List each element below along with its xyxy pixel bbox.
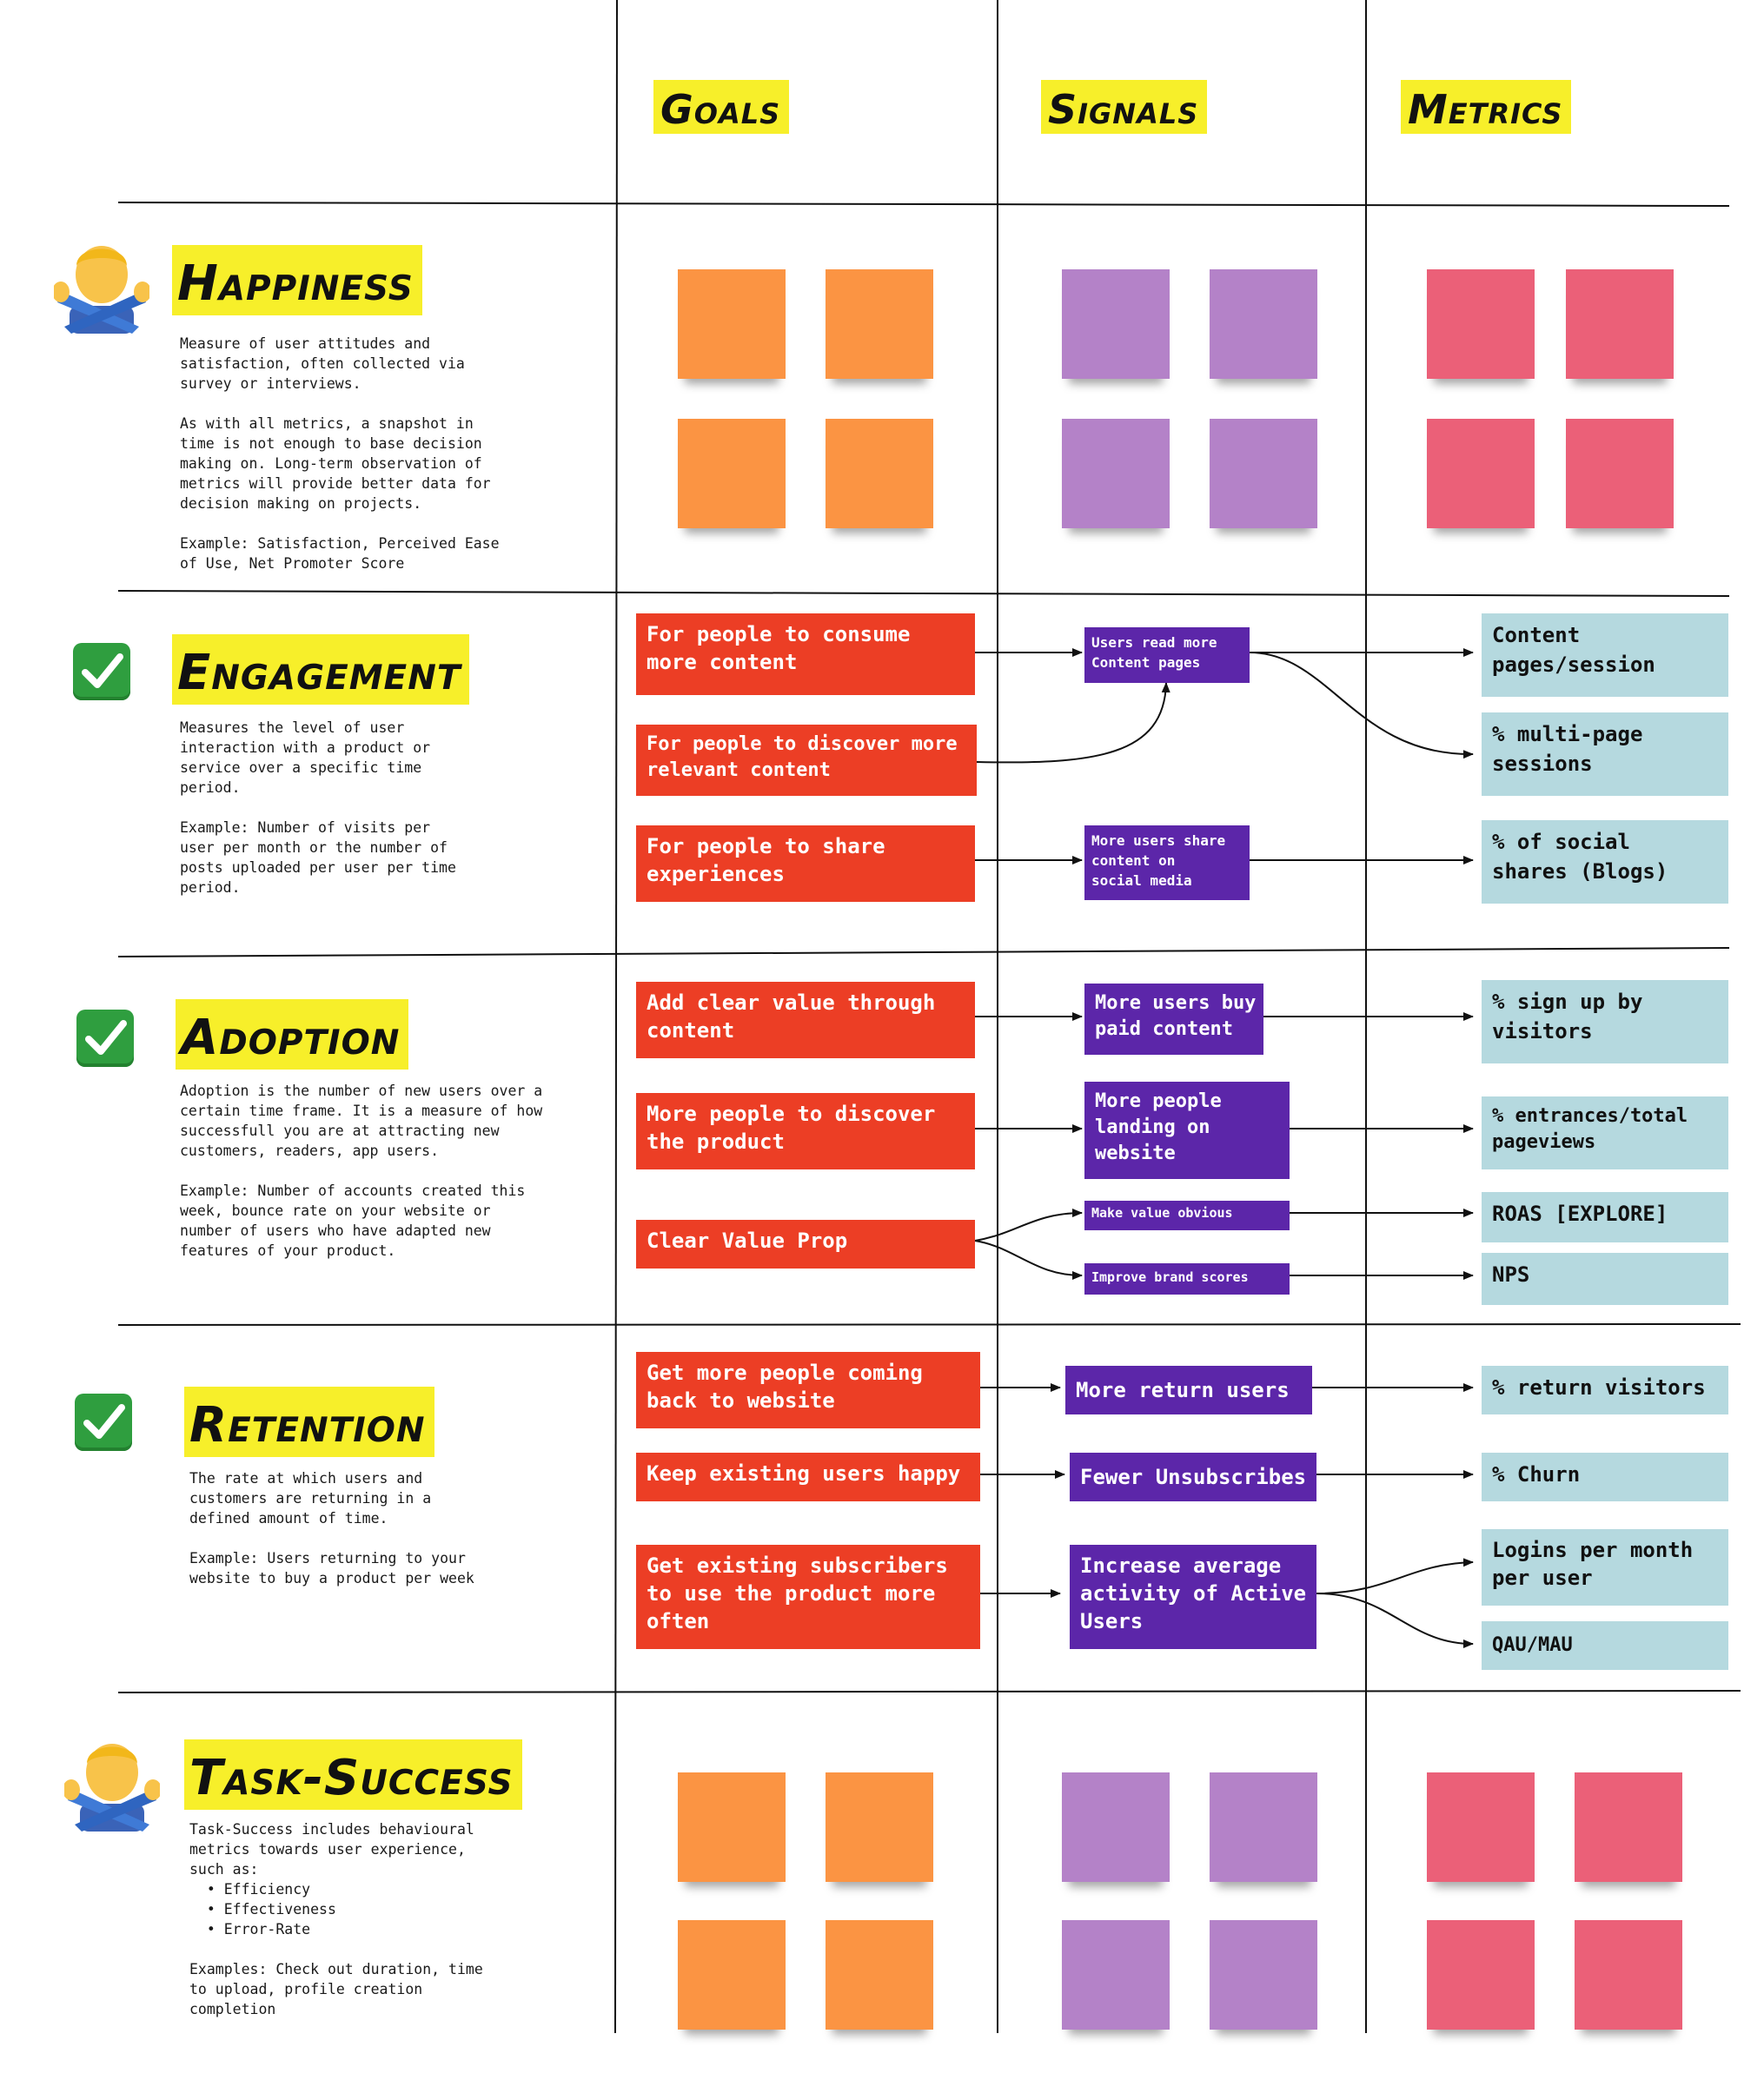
adoption-signal-buy-paid[interactable]: More users buy paid content xyxy=(1084,984,1263,1055)
retention-title: Retention xyxy=(184,1387,434,1457)
check-mark-icon xyxy=(73,643,130,700)
adoption-goal-value-prop[interactable]: Clear Value Prop xyxy=(636,1220,975,1269)
engagement-signal-share[interactable]: More users share content on social media xyxy=(1084,825,1250,900)
signal-sticky-note[interactable] xyxy=(1062,419,1170,528)
signal-sticky-note[interactable] xyxy=(1062,269,1170,379)
goal-sticky-note[interactable] xyxy=(826,419,933,528)
adoption-signal-landing[interactable]: More people landing on website xyxy=(1084,1082,1290,1179)
signal-sticky-note[interactable] xyxy=(1210,269,1317,379)
retention-description: The rate at which users and customers ar… xyxy=(189,1470,474,1586)
signal-sticky-note[interactable] xyxy=(1210,1772,1317,1882)
task-success-description: Task-Success includes behavioural metric… xyxy=(189,1821,483,2017)
signal-sticky-note[interactable] xyxy=(1210,1920,1317,2030)
retention-signal-active-users[interactable]: Increase average activity of Active User… xyxy=(1070,1545,1316,1649)
adoption-metric-nps[interactable]: NPS xyxy=(1482,1253,1728,1305)
engagement-metric-social-shares[interactable]: % of social shares (Blogs) xyxy=(1482,820,1728,904)
metric-sticky-note[interactable] xyxy=(1427,269,1535,379)
adoption-signal-value-obvious[interactable]: Make value obvious xyxy=(1084,1201,1290,1230)
happiness-description: Measure of user attitudes and satisfacti… xyxy=(180,335,500,572)
adoption-goal-clear-value[interactable]: Add clear value through content xyxy=(636,982,975,1058)
engagement-title: Engagement xyxy=(172,634,470,705)
task-success-title: Task-Success xyxy=(184,1739,522,1810)
engagement-description: Measures the level of user interaction w… xyxy=(180,719,456,896)
person-gesturing-no-icon xyxy=(64,1744,160,1832)
retention-goal-keep-happy[interactable]: Keep existing users happy xyxy=(636,1453,980,1501)
happiness-title: Happiness xyxy=(172,245,422,315)
metric-sticky-note[interactable] xyxy=(1575,1772,1682,1882)
retention-metric-qau-mau[interactable]: QAU/MAU xyxy=(1482,1621,1728,1670)
goal-sticky-note[interactable] xyxy=(826,1772,933,1882)
signal-sticky-note[interactable] xyxy=(1210,419,1317,528)
metric-sticky-note[interactable] xyxy=(1427,419,1535,528)
goal-sticky-note[interactable] xyxy=(678,419,786,528)
flow-arrows xyxy=(974,648,1474,1648)
retention-goal-use-more[interactable]: Get existing subscribers to use the prod… xyxy=(636,1545,980,1649)
engagement-goal-share[interactable]: For people to share experiences xyxy=(636,825,975,902)
engagement-goal-discover[interactable]: For people to discover more relevant con… xyxy=(636,725,977,796)
metric-sticky-note[interactable] xyxy=(1575,1920,1682,2030)
goal-sticky-note[interactable] xyxy=(678,1772,786,1882)
signals-header: Signals xyxy=(1041,80,1208,135)
retention-metric-churn[interactable]: % Churn xyxy=(1482,1453,1728,1501)
check-mark-icon xyxy=(76,1010,134,1067)
signal-sticky-note[interactable] xyxy=(1062,1920,1170,2030)
engagement-metric-pages-session[interactable]: Content pages/session xyxy=(1482,613,1728,697)
retention-goal-coming-back[interactable]: Get more people coming back to website xyxy=(636,1352,980,1428)
metric-sticky-note[interactable] xyxy=(1566,419,1674,528)
metric-sticky-note[interactable] xyxy=(1427,1772,1535,1882)
signal-sticky-note[interactable] xyxy=(1062,1772,1170,1882)
metric-sticky-note[interactable] xyxy=(1427,1920,1535,2030)
adoption-metric-signup[interactable]: % sign up by visitors xyxy=(1482,980,1728,1063)
goal-sticky-note[interactable] xyxy=(826,1920,933,2030)
goal-sticky-note[interactable] xyxy=(678,1920,786,2030)
engagement-signal-read-more[interactable]: Users read more Content pages xyxy=(1084,627,1250,683)
adoption-metric-entrances[interactable]: % entrances/total pageviews xyxy=(1482,1096,1728,1169)
adoption-title: Adoption xyxy=(176,999,409,1070)
retention-metric-logins[interactable]: Logins per month per user xyxy=(1482,1529,1728,1606)
retention-signal-return-users[interactable]: More return users xyxy=(1065,1366,1312,1414)
adoption-signal-brand-scores[interactable]: Improve brand scores xyxy=(1084,1263,1290,1295)
engagement-metric-multi-page[interactable]: % multi-page sessions xyxy=(1482,712,1728,796)
retention-signal-unsubscribes[interactable]: Fewer Unsubscribes xyxy=(1070,1453,1316,1501)
person-gesturing-no-icon xyxy=(54,246,149,334)
adoption-metric-roas[interactable]: ROAS [EXPLORE] xyxy=(1482,1192,1728,1242)
goal-sticky-note[interactable] xyxy=(826,269,933,379)
adoption-description: Adoption is the number of new users over… xyxy=(180,1083,543,1259)
engagement-goal-consume[interactable]: For people to consume more content xyxy=(636,613,975,695)
goal-sticky-note[interactable] xyxy=(678,269,786,379)
goals-header: Goals xyxy=(653,80,790,135)
retention-metric-return-visitors[interactable]: % return visitors xyxy=(1482,1366,1728,1414)
metrics-header: Metrics xyxy=(1401,80,1572,135)
adoption-goal-discover[interactable]: More people to discover the product xyxy=(636,1093,975,1169)
metric-sticky-note[interactable] xyxy=(1566,269,1674,379)
check-mark-icon xyxy=(75,1394,132,1451)
